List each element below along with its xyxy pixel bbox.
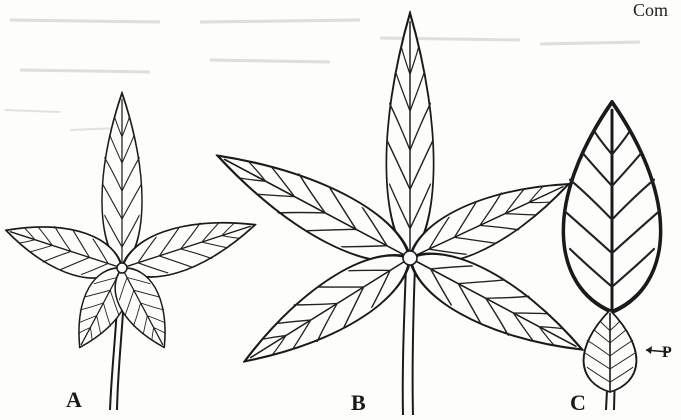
figure-b-leaflet-lower-left (231, 237, 423, 383)
figure-c-main-blade (563, 102, 660, 312)
figure-c-leaf (563, 102, 660, 410)
figure-b-leaf (206, 13, 595, 415)
header-text: Com (633, 0, 668, 20)
figure-b-petiole (403, 266, 415, 415)
figure-c-pointer-label: P (662, 344, 672, 361)
figure-b-leaflet-top (386, 13, 433, 258)
background-scan-marks (5, 20, 640, 130)
figure-a-leaflet-top (102, 93, 142, 268)
figure-a-label: A (66, 387, 82, 412)
figure-c-label: C (570, 390, 586, 415)
figure-c-pointer: P (646, 344, 672, 361)
figure-b-label: B (351, 390, 366, 415)
figure-c-pad-p (584, 310, 637, 392)
figure-a-leaf (0, 93, 262, 410)
